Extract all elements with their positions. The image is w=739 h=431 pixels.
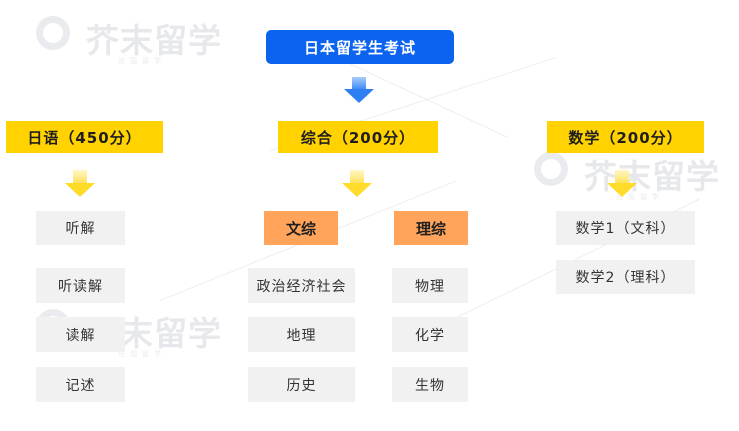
science-item: 物理: [392, 268, 468, 303]
science-item: 化学: [392, 317, 468, 352]
down-arrow-icon: [65, 170, 95, 197]
watermark-brand: 芥末留学: [86, 21, 222, 60]
subcategory-humanities: 文综: [264, 211, 338, 245]
math-item: 数学1（文科）: [556, 211, 695, 245]
humanities-item: 地理: [248, 317, 355, 352]
category-math: 数学（200分）: [547, 121, 704, 153]
japanese-item: 记述: [36, 367, 125, 402]
category-japanese: 日语（450分）: [6, 121, 163, 153]
watermark-tagline: 出国留学: [118, 57, 166, 65]
humanities-item: 政治经济社会: [248, 268, 355, 303]
math-item: 数学2（理科）: [556, 260, 695, 294]
watermark: 芥末留学 出国留学: [36, 12, 246, 68]
science-item: 生物: [392, 367, 468, 402]
exam-title: 日本留学生考试: [266, 30, 454, 64]
japanese-item: 读解: [36, 317, 125, 352]
category-general: 综合（200分）: [278, 121, 438, 153]
watermark-brand: 芥末留学: [584, 157, 720, 196]
subcategory-science: 理综: [394, 211, 468, 245]
watermark-logo-icon: [36, 16, 70, 50]
japanese-item: 听解: [36, 211, 125, 245]
watermark-logo-icon: [534, 152, 568, 186]
humanities-item: 历史: [248, 367, 355, 402]
japanese-item: 听读解: [36, 268, 125, 303]
watermark-tagline: 出国留学: [118, 350, 166, 358]
down-arrow-icon: [342, 170, 372, 197]
down-arrow-icon: [607, 170, 637, 197]
down-arrow-icon: [344, 77, 374, 103]
